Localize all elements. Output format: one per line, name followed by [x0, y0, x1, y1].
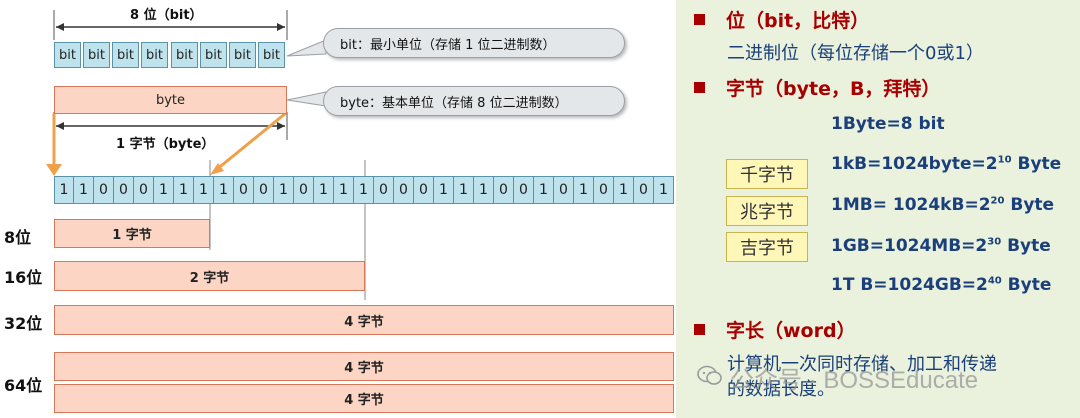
unit-box-gb: 吉字节: [726, 232, 808, 262]
bit-sequence-cell: 0: [494, 176, 514, 204]
bit-sequence-cell: 1: [474, 176, 494, 204]
bit-cell: bit: [54, 42, 81, 68]
bit-title: 位（bit，比特）: [726, 10, 870, 32]
bit-sequence-cell: 1: [174, 176, 194, 204]
bit-sequence-cell: 1: [154, 176, 174, 204]
bit-sequence-cell: 0: [134, 176, 154, 204]
formula-mb: 1MB= 1024kB=220 Byte: [831, 195, 1055, 215]
bit-sequence-cell: 1: [434, 176, 454, 204]
bit-sequence-cell: 1: [194, 176, 214, 204]
bit-callout: bit：最小单位（存储 1 位二进制数）: [323, 28, 625, 58]
bit-dimension-label: 8 位（bit）: [130, 8, 203, 23]
bit-sequence-cell: 0: [294, 176, 314, 204]
bit-sequence-cell: 0: [554, 176, 574, 204]
row-label-16bit: 16位: [4, 268, 43, 287]
word-description-line1: 计算机一次同时存储、加工和传递: [727, 354, 997, 375]
bar-64bit-lower: 4 字节: [54, 384, 674, 413]
formula-gb: 1GB=1024MB=230 Byte: [831, 236, 1051, 256]
row-label-8bit: 8位: [4, 228, 32, 247]
bit-sequence-cell: 0: [254, 176, 274, 204]
unit-box-kb: 千字节: [726, 159, 808, 189]
bullet-square: [694, 324, 705, 335]
byte-title: 字节（byte，B，拜特）: [726, 78, 941, 100]
row-label-64bit: 64位: [4, 376, 43, 395]
bit-sequence-cell: 1: [334, 176, 354, 204]
bit-sequence-cell: 1: [74, 176, 94, 204]
bit-sequence-cell: 1: [314, 176, 334, 204]
bit-description: 二进制位（每位存储一个0或1）: [727, 43, 984, 64]
byte-dimension-label: 1 字节（byte）: [116, 137, 215, 152]
row-label-32bit: 32位: [4, 314, 43, 333]
bit-sequence-cell: 1: [54, 176, 74, 204]
bit-sequence-cell: 0: [94, 176, 114, 204]
bit-cell: bit: [112, 42, 139, 68]
word-description-line2: 的数据长度。: [727, 379, 835, 400]
bit-sequence-cell: 1: [614, 176, 634, 204]
bar-64bit-upper: 4 字节: [54, 352, 674, 381]
bit-sequence-cell: 0: [514, 176, 534, 204]
unit-box-mb: 兆字节: [726, 196, 808, 226]
bit-sequence-cell: 0: [114, 176, 134, 204]
bit-sequence-cell: 1: [274, 176, 294, 204]
bit-sequence-cell: 0: [374, 176, 394, 204]
bit-sequence-cell: 0: [594, 176, 614, 204]
bit-sequence-cell: 1: [654, 176, 674, 204]
bit-sequence-cell: 1: [214, 176, 234, 204]
byte-callout: byte：基本单位（存储 8 位二进制数）: [323, 86, 625, 116]
bit-cell: bit: [229, 42, 256, 68]
bar-32bit: 4 字节: [54, 305, 674, 335]
bit-sequence-cell: 0: [394, 176, 414, 204]
bit-sequence-cell: 0: [414, 176, 434, 204]
word-title: 字长（word）: [726, 320, 856, 342]
bit-sequence-cell: 0: [234, 176, 254, 204]
byte-formula: 1Byte=8 bit: [831, 114, 945, 134]
wechat-icon: [697, 365, 722, 385]
byte-bar: byte: [54, 86, 287, 114]
bar-8bit: 1 字节: [54, 219, 210, 248]
bit-cell: bit: [200, 42, 227, 68]
watermark: 公众号 · BOSSEducate: [730, 367, 979, 394]
formula-kb: 1kB=1024byte=210 Byte: [831, 154, 1062, 174]
bit-sequence-cell: 1: [574, 176, 594, 204]
bit-sequence-cell: 1: [534, 176, 554, 204]
formula-tb: 1T B=1024GB=240 Byte: [831, 275, 1052, 295]
bit-cell: bit: [83, 42, 110, 68]
bar-16bit: 2 字节: [54, 261, 365, 291]
bit-sequence-cell: 1: [354, 176, 374, 204]
bit-sequence-cell: 1: [454, 176, 474, 204]
bit-sequence-cell: 0: [634, 176, 654, 204]
bit-cell: bit: [141, 42, 168, 68]
bit-cell: bit: [171, 42, 198, 68]
bullet-square: [694, 14, 705, 25]
bit-cell: bit: [258, 42, 285, 68]
bullet-square: [694, 82, 705, 93]
